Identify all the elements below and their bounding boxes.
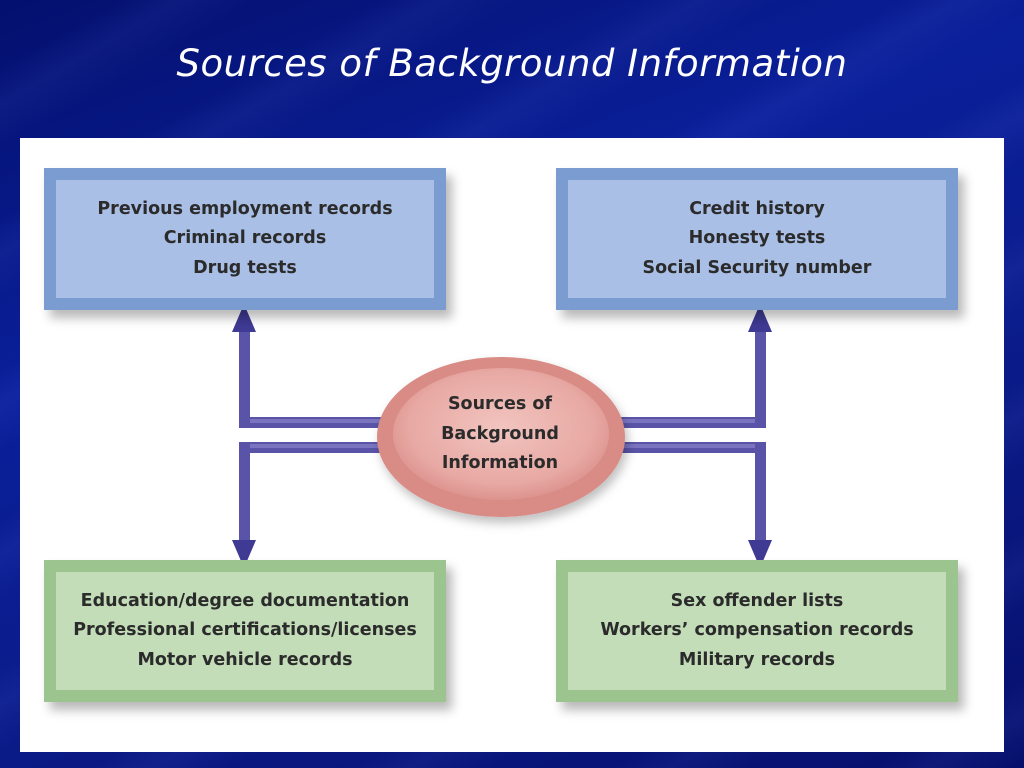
center-node-label: Sources of Background Information [417,390,583,479]
diagram-panel: Sources of Background Information Previo… [20,138,1004,752]
center-label-line: Sources of [447,394,553,414]
arrow-down-right-icon [748,540,772,568]
center-label-line: Background [441,423,559,444]
connector-left [232,304,390,568]
connector-left-lower-highlight [240,444,390,448]
box-bottom-right: Sex offender lists Workers’ compensation… [556,560,958,702]
connector-right-upper-highlight [614,419,766,423]
center-label-line: Information [441,453,559,473]
box-line: Previous employment records [97,198,393,219]
connector-right-shaft-up [755,328,766,428]
connector-right [614,304,772,568]
box-line: Credit history [689,198,825,219]
box-line: Criminal records [163,228,327,249]
box-line: Drug tests [193,257,297,278]
connector-left-shaft-up [239,328,250,428]
box-line: Motor vehicle records [137,649,353,670]
connector-left-upper-highlight [240,419,390,423]
box-top-left-inner: Previous employment records Criminal rec… [56,180,434,298]
connector-right-lower-highlight [614,444,766,448]
center-node [377,357,625,517]
arrow-up-right-icon [748,304,772,332]
box-top-right: Credit history Honesty tests Social Secu… [556,168,958,310]
box-top-left: Previous employment records Criminal rec… [44,168,446,310]
arrow-up-left-icon [232,304,256,332]
box-line: Workers’ compensation records [600,620,914,641]
box-line: Social Security number [642,257,872,278]
box-top-right-inner: Credit history Honesty tests Social Secu… [568,180,946,298]
arrow-down-left-icon [232,540,256,568]
connector-left-shaft-down [239,442,250,548]
box-bottom-left: Education/degree documentation Professio… [44,560,446,702]
box-bottom-right-inner: Sex offender lists Workers’ compensation… [568,572,946,690]
connector-right-shaft-down [755,442,766,548]
box-bottom-left-inner: Education/degree documentation Professio… [56,572,434,690]
connector-layer [232,304,772,568]
center-ellipse-inner [393,368,609,500]
box-line: Professional certifications/licenses [73,620,417,641]
box-line: Sex offender lists [670,590,844,611]
slide-title: Sources of Background Information [176,42,848,85]
box-line: Honesty tests [688,228,826,249]
box-line: Military records [678,649,836,670]
box-line: Education/degree documentation [80,590,410,611]
